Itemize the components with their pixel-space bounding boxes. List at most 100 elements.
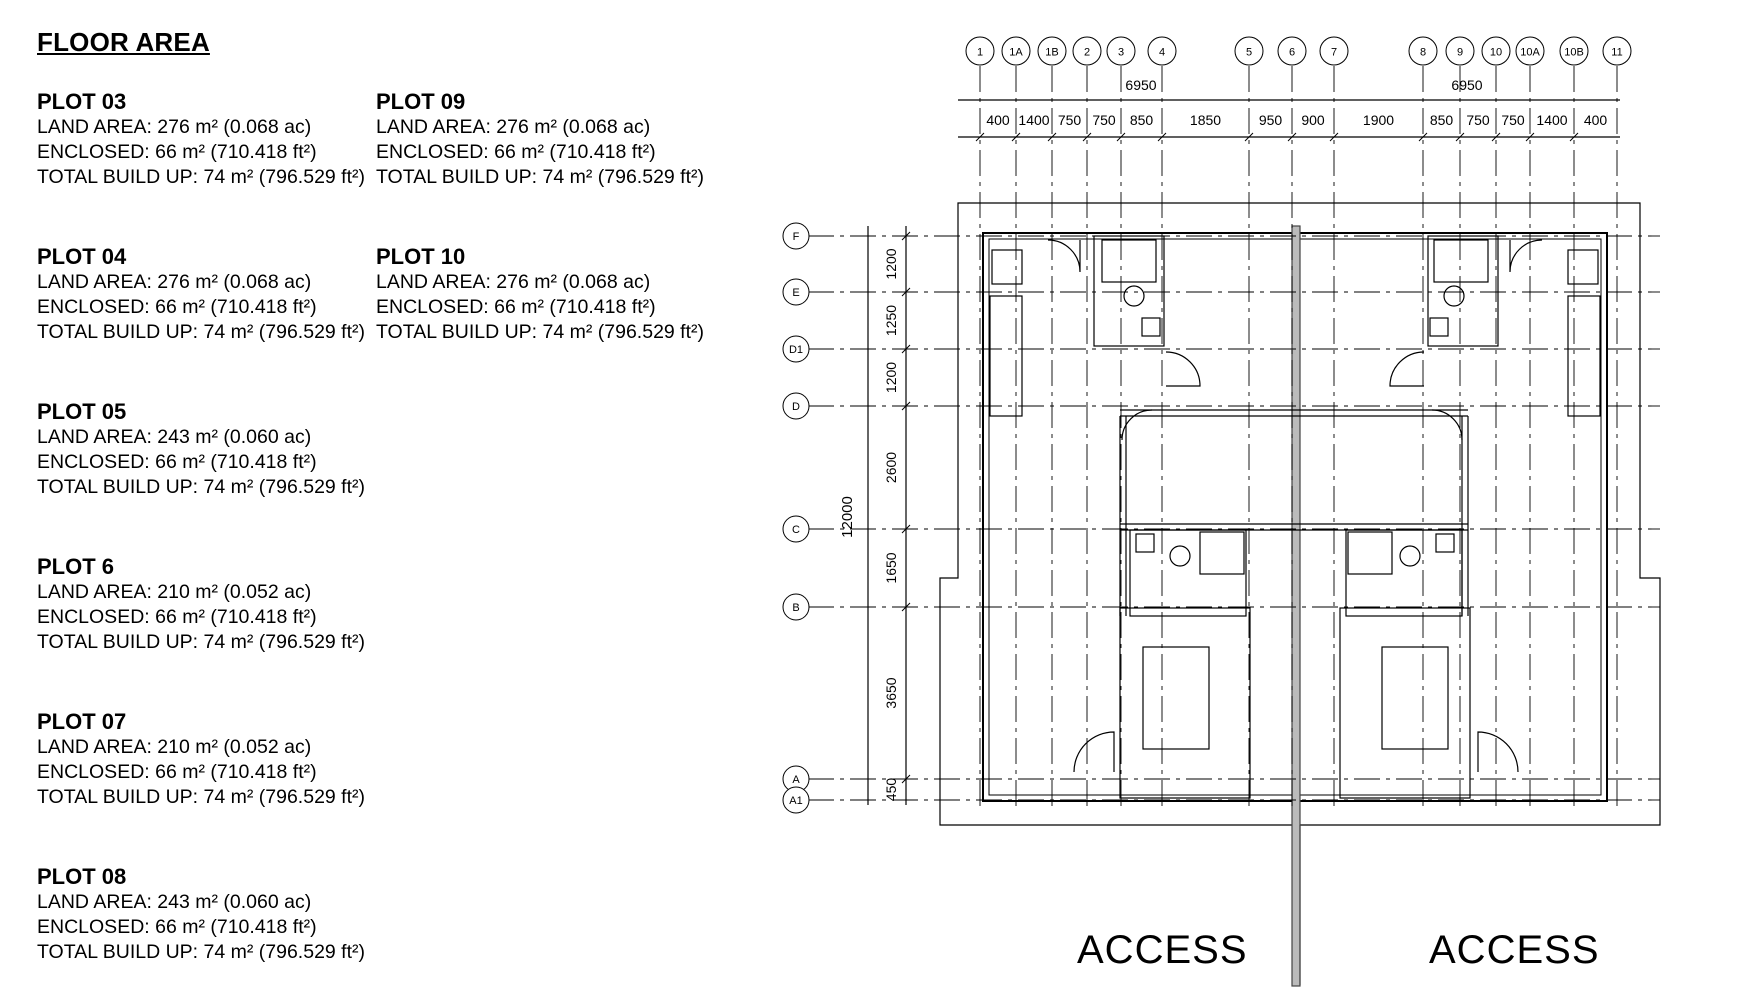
grid-bubble	[1481, 36, 1511, 66]
grid-label: D	[792, 401, 800, 413]
row-dimension: 1650	[883, 552, 899, 583]
toilet	[1123, 285, 1145, 307]
dimension-tick	[1082, 132, 1092, 142]
dimension-tick	[1157, 132, 1167, 142]
grid-label: 5	[1246, 47, 1252, 59]
door-swing	[1477, 731, 1519, 773]
grid-bubble	[1602, 36, 1632, 66]
wc-wall	[1093, 235, 1165, 347]
total-build-up: TOTAL BUILD UP: 74 m² (796.529 ft²)	[376, 166, 704, 188]
plot-block: PLOT 03 LAND AREA: 276 m² (0.068 ac) ENC…	[37, 88, 377, 190]
enclosed-area: ENCLOSED: 66 m² (710.418 ft²)	[37, 916, 317, 938]
grid-label: 2	[1084, 47, 1090, 59]
row-dimension: 2600	[883, 452, 899, 483]
door-swing	[1509, 239, 1543, 273]
grid-bubble	[1445, 36, 1475, 66]
dimension-tick	[975, 132, 985, 142]
plot-block: PLOT 08 LAND AREA: 243 m² (0.060 ac) ENC…	[37, 863, 377, 965]
grid-bubble	[1072, 36, 1102, 66]
grid-bubble	[782, 335, 810, 363]
column-dimension: 850	[1430, 112, 1454, 128]
fridge	[1567, 249, 1599, 285]
bath-wall	[1129, 529, 1247, 617]
grid-label: 8	[1420, 47, 1426, 59]
plot-block: PLOT 05 LAND AREA: 243 m² (0.060 ac) ENC…	[37, 398, 377, 500]
grid-label: 1A	[1009, 47, 1023, 59]
shower	[1199, 531, 1245, 575]
grid-bubble	[782, 392, 810, 420]
grid-bubble	[782, 222, 810, 250]
enclosed-area: ENCLOSED: 66 m² (710.418 ft²)	[37, 606, 317, 628]
grid-bubble	[1408, 36, 1438, 66]
grid-label: 10	[1490, 47, 1502, 59]
plot-title: PLOT 10	[376, 244, 466, 269]
toilet	[1399, 545, 1421, 567]
door-swing	[1431, 409, 1463, 441]
grid-bubble	[1234, 36, 1264, 66]
land-area: LAND AREA: 210 m² (0.052 ac)	[37, 736, 312, 758]
plot-title: PLOT 6	[37, 554, 115, 579]
fridge	[991, 249, 1023, 285]
grid-bubble	[782, 515, 810, 543]
toilet	[1169, 545, 1191, 567]
grid-label: 9	[1457, 47, 1463, 59]
kitchen-counter	[989, 295, 1023, 417]
land-area: LAND AREA: 210 m² (0.052 ac)	[37, 581, 312, 603]
page-title: FLOOR AREA	[37, 27, 210, 57]
enclosed-area: ENCLOSED: 66 m² (710.418 ft²)	[37, 451, 317, 473]
total-build-up: TOTAL BUILD UP: 74 m² (796.529 ft²)	[37, 786, 365, 808]
plot-block: PLOT 04 LAND AREA: 276 m² (0.068 ac) ENC…	[37, 243, 377, 345]
total-build-up: TOTAL BUILD UP: 74 m² (796.529 ft²)	[37, 631, 365, 653]
grid-bubble	[782, 278, 810, 306]
grid-label: A	[792, 774, 800, 786]
enclosed-area: ENCLOSED: 66 m² (710.418 ft²)	[37, 296, 317, 318]
door-swing	[1073, 731, 1115, 773]
plot-title: PLOT 07	[37, 709, 127, 734]
door-swing	[1047, 239, 1081, 273]
dimension-tick	[1329, 132, 1339, 142]
column-dimension: 400	[1584, 112, 1608, 128]
column-dimension: 1400	[1018, 112, 1049, 128]
grid-bubble	[1106, 36, 1136, 66]
dimension-tick	[901, 231, 911, 241]
kitchen-counter	[1567, 295, 1601, 417]
door-swing	[1389, 351, 1425, 387]
enclosed-area: ENCLOSED: 66 m² (710.418 ft²)	[376, 141, 656, 163]
grid-label: 11	[1611, 47, 1622, 59]
bedroom-wall	[1339, 607, 1471, 799]
enclosed-area: ENCLOSED: 66 m² (710.418 ft²)	[376, 296, 656, 318]
grid-bubble	[1001, 36, 1031, 66]
dimension-tick	[901, 774, 911, 784]
bed	[1381, 646, 1449, 750]
land-area: LAND AREA: 243 m² (0.060 ac)	[37, 891, 312, 913]
plot-title: PLOT 04	[37, 244, 127, 269]
grid-bubble	[1147, 36, 1177, 66]
dimension-tick	[901, 602, 911, 612]
door-swing	[1121, 409, 1153, 441]
land-area: LAND AREA: 276 m² (0.068 ac)	[376, 116, 651, 138]
grid-label: 3	[1118, 47, 1124, 59]
grid-label: 1B	[1045, 47, 1058, 59]
grid-label: D1	[789, 344, 803, 356]
enclosed-area: ENCLOSED: 66 m² (710.418 ft²)	[37, 141, 317, 163]
grid-bubble	[782, 786, 810, 814]
plot-title: PLOT 03	[37, 89, 127, 114]
column-dimension: 1900	[1363, 112, 1394, 128]
grid-bubble	[1319, 36, 1349, 66]
dimension-tick	[1011, 132, 1021, 142]
column-dimension: 1850	[1190, 112, 1221, 128]
grid-label: 4	[1159, 47, 1165, 59]
row-dimension: 3650	[883, 677, 899, 708]
plot-title: PLOT 09	[376, 89, 466, 114]
grid-label: E	[792, 287, 799, 299]
dimension-tick	[901, 524, 911, 534]
plot-title: PLOT 05	[37, 399, 127, 424]
row-dimension: 450	[883, 778, 899, 802]
grid-bubble	[782, 593, 810, 621]
plot-block: PLOT 10 LAND AREA: 276 m² (0.068 ac) ENC…	[376, 243, 716, 345]
column-dimension: 750	[1092, 112, 1116, 128]
basin	[1435, 533, 1455, 553]
grid-label: 10B	[1564, 47, 1584, 59]
row-dimension: 1200	[883, 248, 899, 279]
